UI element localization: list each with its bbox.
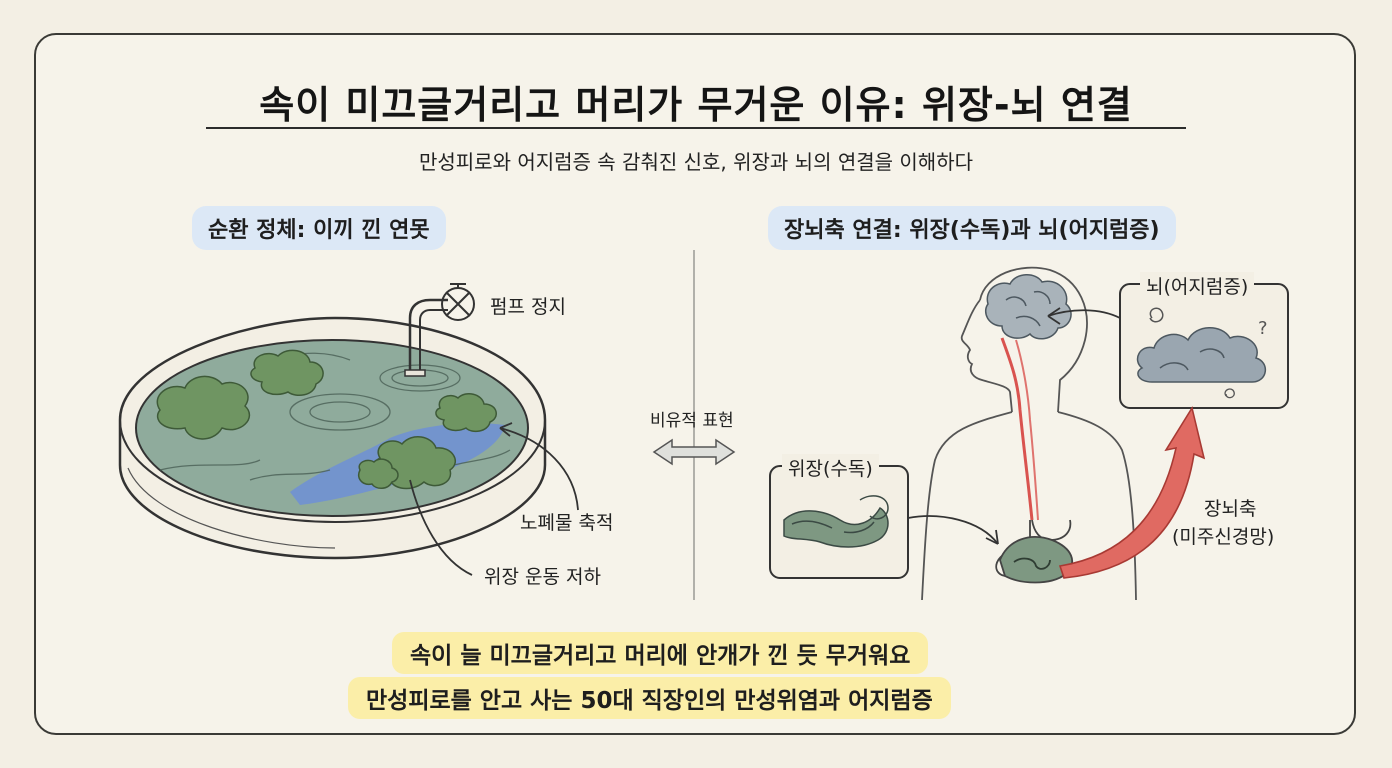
vagus-nerve xyxy=(1000,337,1034,521)
waste-callout-line xyxy=(499,427,579,511)
waste-label: 노폐물 축적 xyxy=(520,512,614,534)
stomach-label: 위장(수독) xyxy=(782,454,879,481)
axis-label-line1: 장뇌축 xyxy=(1204,498,1257,520)
footer-line-1: 속이 늘 미끄글거리고 머리에 안개가 낀 듯 무거워요 xyxy=(392,632,929,674)
gut-brain-axis-arrow xyxy=(1058,405,1206,579)
fog-cloud-icon xyxy=(1136,327,1266,383)
water-swirl-icon xyxy=(783,495,889,548)
stomach-pointer-arrow xyxy=(907,515,999,545)
moss-clump xyxy=(358,458,399,489)
page-subtitle: 만성피로와 어지럼증 속 감춰진 신호, 위장과 뇌의 연결을 이해하다 xyxy=(418,150,974,174)
axis-label-line2: (미주신경망) xyxy=(1172,526,1275,548)
page-title: 속이 미끄글거리고 머리가 무거운 이유: 위장-뇌 연결 xyxy=(259,83,1133,127)
brain-icon xyxy=(984,274,1072,340)
left-panel-heading: 순환 정체: 이끼 낀 연못 xyxy=(192,206,446,250)
moss-clump xyxy=(250,349,324,397)
moss-clump xyxy=(435,392,497,433)
metaphor-arrow xyxy=(652,438,736,466)
question-mark-icon: ? xyxy=(1258,318,1268,339)
dizzy-swirl-icon xyxy=(1149,307,1164,323)
stomach-icon xyxy=(995,519,1074,584)
pump-stopped-icon xyxy=(441,283,475,321)
metaphor-label: 비유적 표현 xyxy=(650,411,734,431)
right-panel-heading: 장뇌축 연결: 위장(수독)과 뇌(어지럼증) xyxy=(768,206,1176,250)
motility-callout-line xyxy=(409,479,473,576)
pump-label: 펌프 정지 xyxy=(490,296,566,318)
motility-label: 위장 운동 저하 xyxy=(484,566,601,588)
pump-pipe xyxy=(408,298,448,372)
pond-illustration xyxy=(118,283,579,576)
brain-pointer-arrow xyxy=(1047,309,1121,319)
footer-line-2: 만성피로를 안고 사는 50대 직장인의 만성위염과 어지럼증 xyxy=(348,677,951,719)
title-underline xyxy=(206,127,1186,129)
brain-label: 뇌(어지럼증) xyxy=(1140,272,1255,299)
moss-clump xyxy=(156,375,251,440)
